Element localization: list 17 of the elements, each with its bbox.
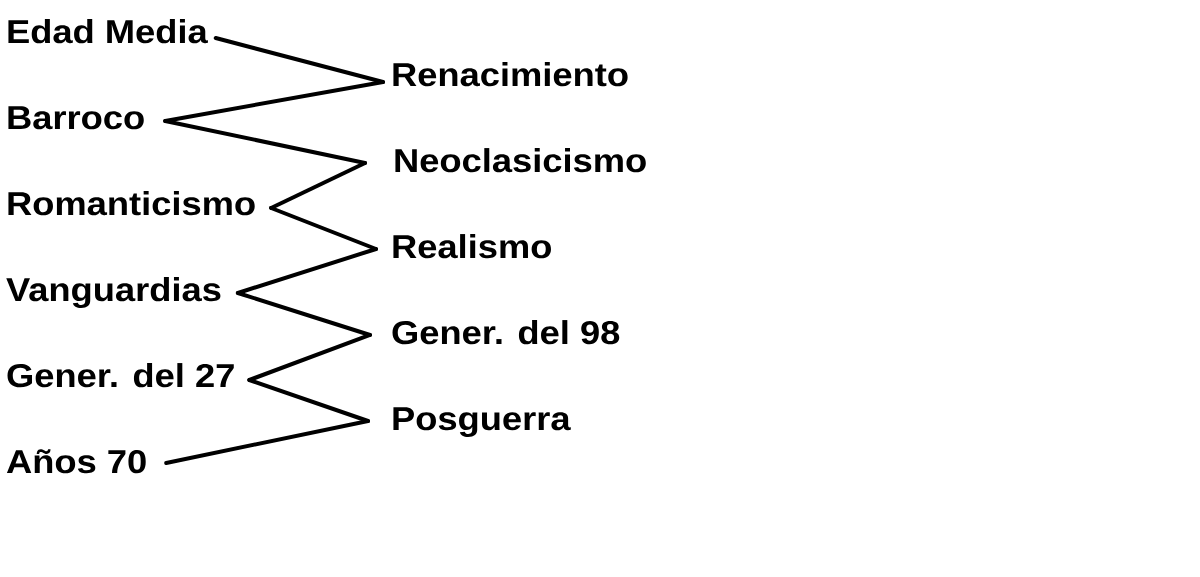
period-label: Posguerra <box>393 407 571 437</box>
connector-line <box>247 378 370 423</box>
connector-line <box>164 419 370 465</box>
period-label: Renacimiento <box>393 62 628 87</box>
period-label: Neoclasicismo <box>395 148 646 173</box>
connector-line <box>235 291 372 337</box>
period-label: Realismo <box>393 234 551 259</box>
connector-line <box>269 206 378 251</box>
period-label: Años 70 <box>6 449 146 474</box>
connector-line <box>247 333 372 382</box>
period-label: Gener. del 27 <box>7 363 234 388</box>
period-label: Vanguardias <box>6 277 221 308</box>
period-label: Edad Media <box>8 19 208 44</box>
connector-line <box>269 161 367 210</box>
period-label: Barroco <box>8 106 144 130</box>
period-label: Gener. del 98 <box>392 320 620 345</box>
period-label: Romanticismo <box>8 191 255 216</box>
